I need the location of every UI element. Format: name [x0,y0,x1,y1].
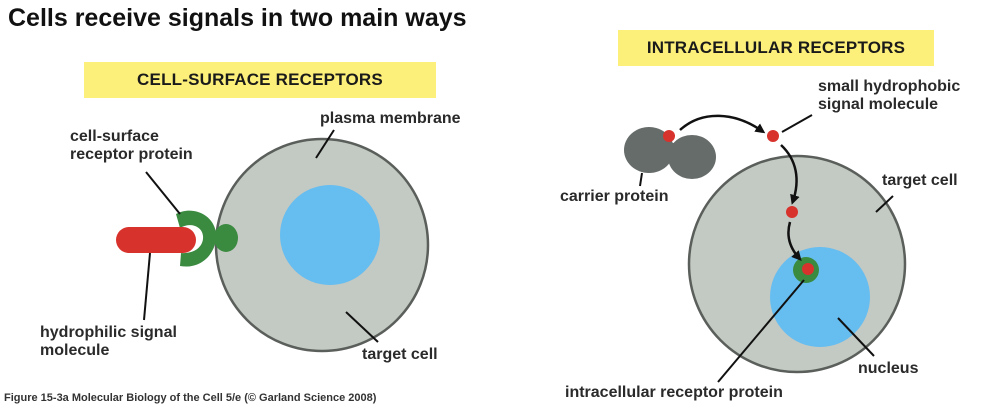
page-title: Cells receive signals in two main ways [8,4,467,32]
intracellular-banner: INTRACELLULAR RECEPTORS [618,30,934,66]
label-small-signal-line1: small hydrophobic [818,78,961,95]
hydrophilic-signal-shape [116,227,196,253]
leader-hydrophilic-signal [143,252,151,321]
label-nucleus: nucleus [858,360,919,377]
leader-small-signal [781,114,813,133]
label-small-signal: small hydrophobic signal molecule [818,78,960,115]
label-hydrophilic-signal-line1: hydrophilic signal [40,324,177,341]
bound-signal-molecule [802,263,814,275]
leader-intracellular-receptor [717,279,805,383]
label-receptor-protein-line2: receptor protein [70,146,193,164]
label-small-signal-line2: signal molecule [818,96,939,114]
cytoplasm-signal-molecule [786,206,798,218]
label-hydrophilic-signal-line2: molecule [40,342,110,360]
leader-nucleus [837,317,875,357]
label-left-target-cell: target cell [362,346,438,363]
figure-caption: Figure 15-3a Molecular Biology of the Ce… [4,392,377,404]
leader-receptor-protein [145,171,181,215]
left-nucleus [280,185,380,285]
free-signal-molecule [767,130,779,142]
cell-surface-banner: CELL-SURFACE RECEPTORS [84,62,436,98]
arrow-enter-cell [780,144,800,205]
carrier-signal-molecule [663,130,675,142]
label-plasma-membrane: plasma membrane [320,110,461,127]
cell-surface-receptor-shape [176,210,238,267]
carrier-protein-shape [624,127,716,179]
label-carrier-protein: carrier protein [560,188,669,205]
label-receptor-protein-line1: cell-surface [70,128,159,145]
label-intracellular-receptor: intracellular receptor protein [565,384,783,401]
label-hydrophilic-signal: hydrophilic signal molecule [40,324,177,361]
arrow-to-receptor [787,221,802,261]
leader-left-target-cell [345,311,379,343]
leader-carrier-protein [639,172,643,187]
label-right-target-cell: target cell [882,172,958,189]
label-receptor-protein: cell-surface receptor protein [70,128,193,165]
leader-plasma-membrane [315,129,335,159]
arrow-release [679,114,766,134]
right-nucleus [770,247,870,347]
leader-right-target-cell [875,195,894,213]
